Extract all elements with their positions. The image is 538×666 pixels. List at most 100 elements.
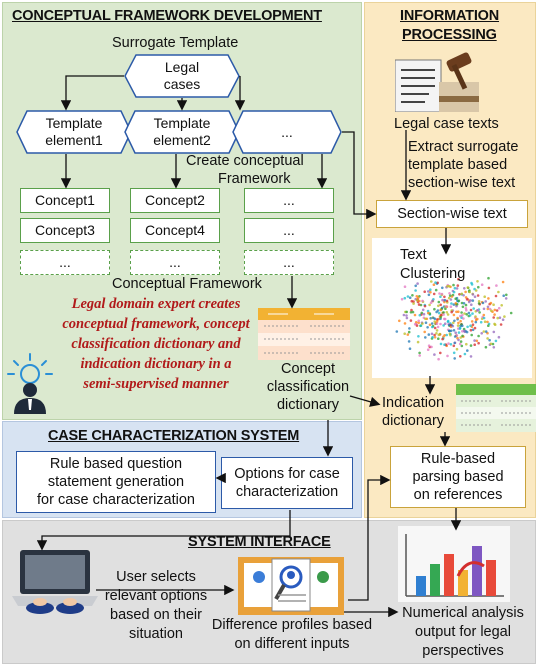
- template-element1-line2: element1: [45, 132, 103, 148]
- indication-dictionary-line2: dictionary: [382, 413, 445, 429]
- user-selects-line2: relevant options: [104, 588, 208, 604]
- extract-template-label: Extract surrogate template based section…: [408, 138, 518, 192]
- scatter-dot: [436, 318, 439, 321]
- scatter-dot: [454, 331, 457, 334]
- scatter-dot: [466, 286, 470, 289]
- create-framework-line2: Framework: [218, 171, 291, 187]
- scatter-dot: [484, 330, 488, 333]
- scatter-dot: [445, 305, 448, 308]
- expert-note-line5: semi-supervised manner: [83, 376, 229, 392]
- rule-question-line1: Rule based question: [49, 456, 183, 472]
- scatter-dot: [500, 304, 503, 307]
- scatter-dot: [469, 328, 473, 332]
- scatter-dot: [416, 340, 420, 344]
- rule-parsing-line1: Rule-based: [420, 451, 496, 467]
- scatter-dot: [505, 293, 508, 297]
- scatter-dot: [455, 287, 459, 290]
- scatter-dot: [457, 338, 460, 342]
- scatter-dot: [416, 296, 420, 300]
- scatter-dot: [430, 345, 433, 349]
- scatter-dot: [473, 343, 476, 346]
- scatter-dot: [437, 333, 441, 337]
- scatter-dot: [492, 346, 496, 349]
- legal-case-texts-label: Legal case texts: [394, 116, 499, 132]
- scatter-dot: [459, 340, 463, 343]
- scatter-dot: [423, 304, 427, 308]
- rule-question-line3: for case characterization: [37, 492, 195, 508]
- scatter-dot: [472, 307, 475, 310]
- numerical-analysis-line1: Numerical analysis: [402, 605, 524, 621]
- scatter-dot: [433, 333, 436, 337]
- scatter-dot: [435, 322, 439, 325]
- scatter-dot: [454, 302, 458, 305]
- scatter-dot: [475, 339, 479, 343]
- scatter-dot: [446, 354, 449, 358]
- scatter-dot: [469, 308, 473, 312]
- scatter-dot: [463, 312, 466, 315]
- scatter-dot: [439, 342, 443, 346]
- scatter-dot: [415, 298, 419, 302]
- expert-lightbulb-icon: [7, 353, 53, 414]
- rule-question-line2: statement generation: [47, 474, 185, 490]
- scatter-dot: [484, 300, 487, 303]
- scatter-dot: [486, 337, 489, 340]
- scatter-dot: [479, 320, 483, 324]
- scatter-dot: [442, 324, 445, 327]
- scatter-dot: [469, 299, 472, 302]
- options-case-characterization-box: Options for case characterization: [221, 457, 353, 509]
- scatter-dot: [454, 297, 457, 300]
- scatter-dot: [493, 308, 497, 312]
- scatter-dot: [427, 311, 430, 315]
- arrow-template-to-section: [342, 131, 377, 220]
- scatter-dot: [426, 309, 430, 313]
- scatter-dot: [433, 320, 436, 323]
- scatter-dot: [443, 298, 447, 302]
- scatter-dot: [439, 315, 442, 319]
- difference-profiles-line2: on different inputs: [234, 636, 350, 652]
- scatter-dot: [465, 342, 468, 346]
- scatter-dot: [495, 284, 498, 287]
- scatter-dot: [443, 343, 446, 346]
- scatter-dot: [427, 344, 431, 347]
- scatter-dot: [474, 320, 478, 324]
- scatter-dot: [494, 294, 498, 298]
- user-selects-line1: User selects: [116, 569, 196, 585]
- scatter-dot: [405, 316, 409, 320]
- scatter-dot: [477, 302, 481, 305]
- scatter-dot: [430, 322, 434, 325]
- scatter-dot: [434, 281, 437, 284]
- scatter-dot: [493, 313, 496, 316]
- scatter-dot: [446, 285, 449, 288]
- indication-dictionary-line1: Indication: [382, 395, 445, 411]
- scatter-dot: [431, 325, 434, 329]
- scatter-dot: [447, 323, 451, 327]
- scatter-dot: [477, 300, 481, 303]
- bar-chart-icon: [398, 526, 510, 602]
- hexagon-shape: [124, 110, 240, 154]
- scatter-dot: [427, 293, 431, 297]
- scatter-dot: [456, 284, 460, 287]
- concept-more-box-5: ...: [244, 250, 334, 275]
- arrow-profiles-to-parsing: [348, 474, 391, 601]
- scatter-dot: [462, 302, 466, 305]
- scatter-dot: [476, 309, 479, 312]
- scatter-dot: [499, 323, 503, 326]
- scatter-dot: [452, 290, 456, 294]
- scatter-dot: [443, 334, 446, 337]
- scatter-dot: [418, 354, 421, 357]
- arrow-options-to-user: [36, 510, 291, 551]
- scatter-dot: [439, 351, 442, 355]
- create-framework-line1: Create conceptual: [186, 153, 304, 169]
- scatter-dot: [450, 302, 453, 305]
- scatter-dot: [437, 304, 440, 308]
- scatter-dot: [406, 295, 410, 298]
- concept1-box: Concept1: [20, 188, 110, 213]
- scatter-dot: [486, 307, 490, 311]
- scatter-dot: [417, 335, 420, 338]
- scatter-dot: [413, 322, 417, 326]
- scatter-dot: [448, 294, 452, 297]
- scatter-dot: [470, 303, 473, 306]
- scatter-dot: [466, 325, 469, 329]
- scatter-dot: [463, 352, 467, 356]
- scatter-dot: [464, 296, 468, 299]
